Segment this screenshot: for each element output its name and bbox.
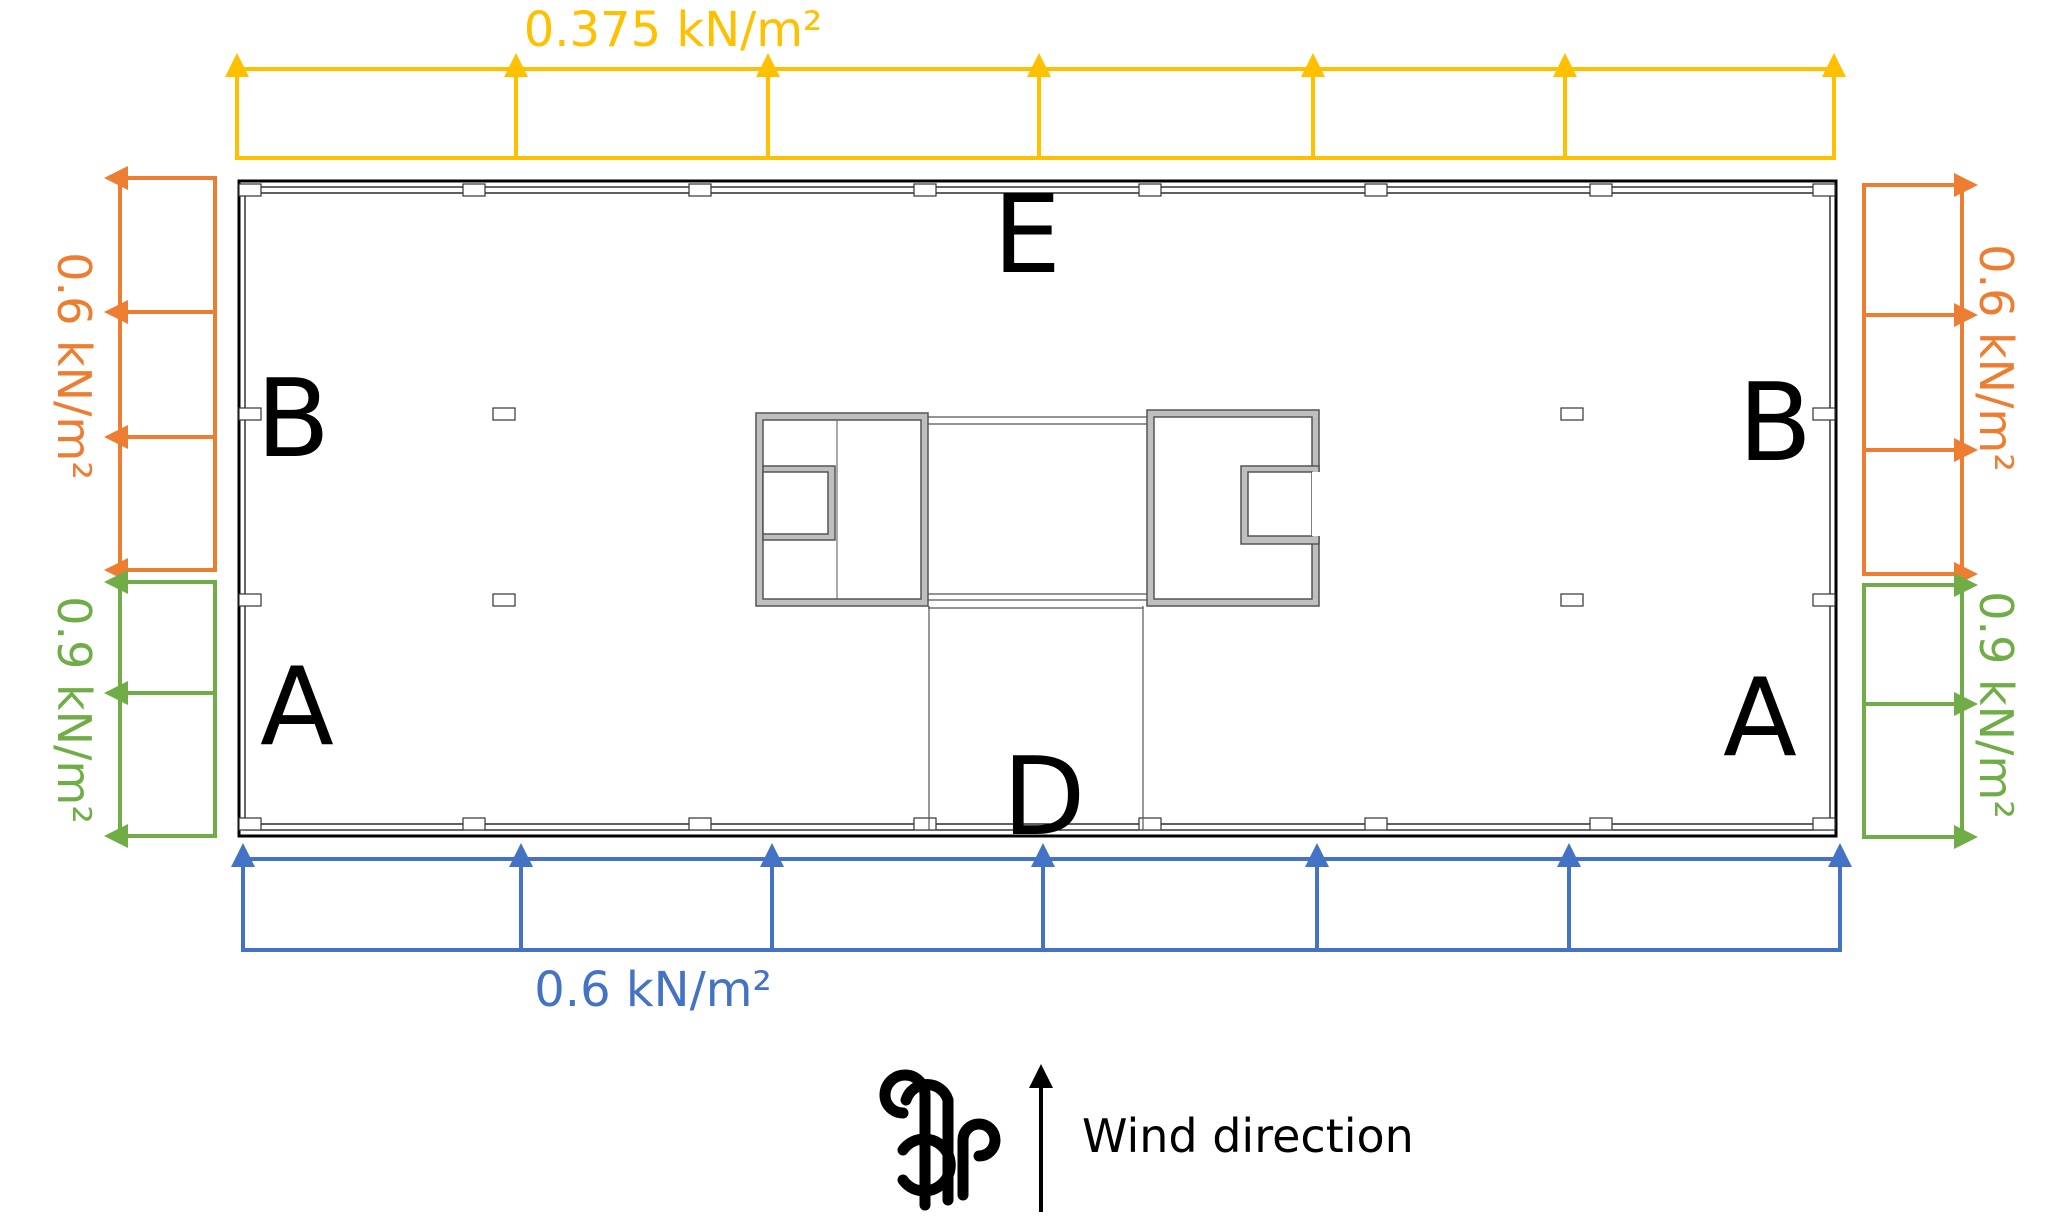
column xyxy=(238,593,262,607)
column xyxy=(1812,407,1836,421)
zone-b-right-label: B xyxy=(1738,361,1812,486)
right-b-load-label: 0.6 kN/m² xyxy=(1969,244,2023,472)
building-inner-outline xyxy=(244,186,1831,831)
bottom-load-diagram xyxy=(231,843,1852,952)
column xyxy=(492,593,516,607)
left-a-load-label: 0.9 kN/m² xyxy=(47,596,101,824)
wind-direction-label: Wind direction xyxy=(1082,1109,1414,1163)
column xyxy=(1138,817,1162,831)
column xyxy=(462,817,486,831)
top-load-label: 0.375 kN/m² xyxy=(524,2,823,58)
zone-b-left-label: B xyxy=(256,357,330,482)
right-a-load-label: 0.9 kN/m² xyxy=(1969,591,2023,819)
column xyxy=(238,817,262,831)
left-core xyxy=(755,412,929,607)
bottom-load-label: 0.6 kN/m² xyxy=(534,962,771,1018)
corridor xyxy=(928,416,1147,830)
column xyxy=(1589,817,1613,831)
zone-d-label: D xyxy=(1002,735,1085,860)
column xyxy=(913,183,937,197)
column xyxy=(238,407,262,421)
column xyxy=(238,183,262,197)
column xyxy=(1364,817,1388,831)
left-b-load-label: 0.6 kN/m² xyxy=(47,252,101,480)
column xyxy=(1364,183,1388,197)
building-outline xyxy=(237,179,1838,838)
load-block-outline xyxy=(118,176,217,572)
column xyxy=(913,817,937,831)
left-a-load-diagram xyxy=(104,570,217,848)
column xyxy=(688,817,712,831)
column xyxy=(1589,183,1613,197)
column xyxy=(1560,593,1584,607)
right-core xyxy=(1146,409,1320,607)
right-a-load-diagram xyxy=(1862,573,1978,849)
column xyxy=(462,183,486,197)
zone-a-left-label: A xyxy=(260,645,334,770)
load-block-outline xyxy=(1862,183,1964,576)
columns xyxy=(238,183,1836,831)
building-plan xyxy=(237,179,1838,838)
zone-a-right-label: A xyxy=(1723,656,1797,781)
load-block-outline xyxy=(1862,583,1964,839)
column xyxy=(1812,183,1836,197)
column xyxy=(688,183,712,197)
right-b-load-diagram xyxy=(1862,173,1978,586)
column xyxy=(1560,407,1584,421)
column xyxy=(492,407,516,421)
wind-icon xyxy=(879,1069,1001,1211)
column xyxy=(1812,817,1836,831)
column xyxy=(1812,593,1836,607)
zone-e-label: E xyxy=(993,173,1061,298)
column xyxy=(1138,183,1162,197)
top-load-diagram xyxy=(225,53,1846,160)
load-block-outline xyxy=(118,580,217,838)
load-block-outline xyxy=(235,67,1836,160)
left-b-load-diagram xyxy=(104,166,217,582)
